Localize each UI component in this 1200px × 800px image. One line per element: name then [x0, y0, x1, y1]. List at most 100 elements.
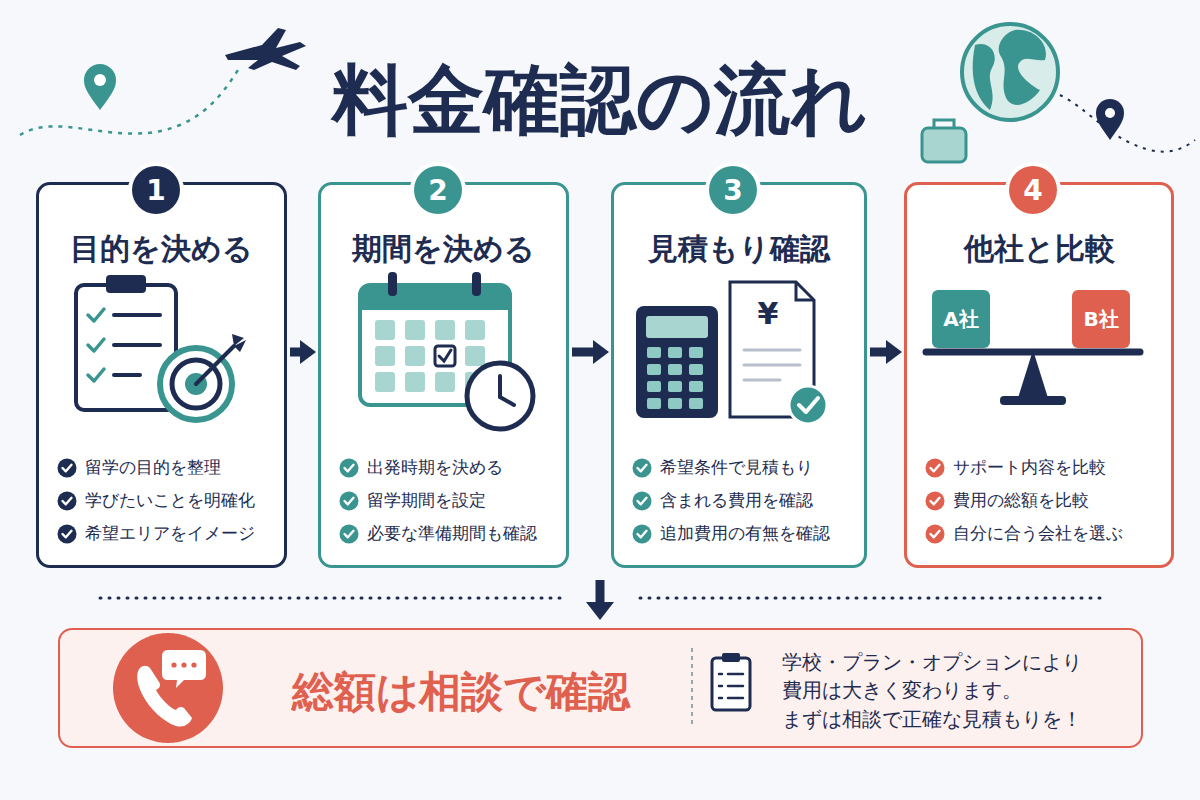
box-fill [319, 183, 568, 567]
step-card: 見積もり確認希望条件で見積もり含まれる費用を確認追加費用の有無を確認3 [611, 182, 867, 568]
calculator-key [689, 398, 703, 409]
check-row: 自分に合う会社を選ぶ [925, 517, 1163, 550]
box-fill [612, 183, 866, 567]
check-icon [339, 491, 359, 511]
check-row: 留学期間を設定 [339, 484, 558, 517]
clipboard-target-icon-part [232, 334, 246, 352]
divider-arrow-part [640, 597, 1100, 600]
check-list: サポート内容を比較費用の総額を比較自分に合う会社を選ぶ [925, 451, 1163, 550]
divider-arrow [100, 580, 1100, 620]
note-icon-part [712, 658, 750, 710]
check-item: 留学期間を設定 [367, 489, 486, 512]
calculator-document-icon-part [796, 282, 814, 300]
note-icon [692, 648, 750, 728]
check-item: 追加費用の有無を確認 [660, 522, 830, 545]
flow-arrow [572, 348, 597, 357]
calendar-day [465, 320, 485, 340]
phone-icon-part [181, 662, 186, 667]
check-mark [931, 464, 940, 471]
company-name: B社 [1083, 306, 1118, 333]
check-mark [931, 530, 940, 537]
calculator-document-icon-part [636, 306, 718, 418]
divider-arrow-part [100, 597, 560, 600]
calendar-day [375, 346, 395, 366]
box-fill [59, 629, 1142, 747]
check-icon [57, 491, 77, 511]
travel-decoration-part [225, 28, 306, 70]
check-circle [633, 491, 652, 510]
note-icon-part [728, 697, 743, 700]
check-item: 希望エリアをイメージ [85, 522, 255, 545]
phone-icon-part [162, 650, 206, 688]
check-item: 自分に合う会社を選ぶ [953, 522, 1123, 545]
clipboard-target-icon-part [114, 373, 140, 377]
note-icon-part [719, 674, 743, 698]
travel-decoration-part [20, 70, 238, 135]
calculator-document-icon [636, 282, 827, 424]
step-title: 期間を決める [321, 229, 566, 270]
calendar-clock-icon-part [500, 376, 514, 405]
calculator-key [689, 381, 703, 392]
clipboard-target-icon-part [196, 346, 234, 384]
calculator-document-icon-part [744, 349, 800, 352]
check-list: 留学の目的を整理学びたいことを明確化希望エリアをイメージ [57, 451, 276, 550]
step-number: 4 [1009, 166, 1057, 214]
check-icon [632, 458, 652, 478]
note-icon-part [691, 648, 693, 728]
check-row: 希望条件で見積もり [632, 451, 856, 484]
box-fill [905, 183, 1173, 567]
clipboard-target-icon-part [114, 343, 160, 347]
calculator-document-icon-part [646, 316, 708, 338]
travel-decoration-part [999, 30, 1046, 105]
check-mark [63, 464, 72, 471]
calculator-key [668, 398, 682, 409]
check-icon [339, 524, 359, 544]
check-row: サポート内容を比較 [925, 451, 1163, 484]
check-item: 学びたいことを明確化 [85, 489, 255, 512]
diagram-title: 料金確認の流れ [0, 50, 1200, 153]
travel-decoration-part [1096, 99, 1124, 140]
calendar-day [405, 346, 425, 366]
calculator-key [647, 347, 661, 358]
check-mark [345, 497, 354, 504]
note-icon-part [728, 685, 743, 688]
check-icon [632, 524, 652, 544]
step-number-text: 3 [723, 174, 742, 207]
check-row: 希望エリアをイメージ [57, 517, 276, 550]
check-circle [633, 458, 652, 477]
check-item: 費用の総額を比較 [953, 489, 1089, 512]
calendar-day [435, 372, 455, 392]
phone-icon [113, 633, 223, 743]
calculator-key [689, 364, 703, 375]
cta-band: 総額は相談で確認学校・プラン・オプションにより 費用は大きく変わります。 まずは… [58, 628, 1143, 748]
check-mark [638, 497, 647, 504]
phone-icon-part [171, 662, 176, 667]
travel-decoration-part [94, 74, 106, 86]
check-icon [925, 458, 945, 478]
step-number: 2 [414, 166, 462, 214]
calculator-key [647, 398, 661, 409]
company-name: A社 [943, 306, 978, 333]
step-card: 期間を決める出発時期を決める留学期間を設定必要な準備期間も確認2 [318, 182, 569, 568]
clipboard-target-icon-part [114, 313, 160, 317]
box-fill [37, 183, 286, 567]
step-card: 目的を決める留学の目的を整理学びたいことを明確化希望エリアをイメージ1 [36, 182, 287, 568]
calendar-clock-icon-part [435, 346, 455, 366]
calculator-document-icon-part [744, 379, 780, 382]
travel-decoration-part [1105, 108, 1115, 118]
phone-icon-part [191, 662, 196, 667]
check-item: 必要な準備期間も確認 [367, 522, 537, 545]
calendar-clock-icon-part [472, 272, 481, 296]
check-icon [925, 524, 945, 544]
calendar-clock-icon-part [439, 350, 451, 361]
travel-decoration-part [934, 120, 954, 128]
clipboard-target-icon-part [88, 369, 104, 381]
calendar-clock-icon-part [360, 285, 510, 310]
travel-decoration-part [84, 64, 116, 110]
step-title: 目的を決める [39, 229, 284, 270]
calculator-document-icon-part [789, 386, 827, 424]
divider-arrow-part [586, 602, 614, 620]
check-list: 出発時期を決める留学期間を設定必要な準備期間も確認 [339, 451, 558, 550]
travel-decoration-part [962, 24, 1058, 120]
balance-icon [926, 350, 1140, 405]
